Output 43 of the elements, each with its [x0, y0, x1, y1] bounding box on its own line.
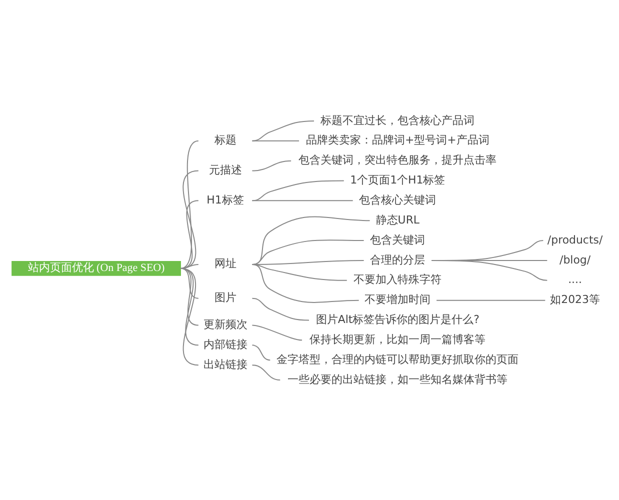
node-text: 静态URL — [376, 212, 420, 226]
node-text: 包含关键词 — [370, 232, 426, 246]
connector — [252, 263, 360, 302]
node-text: 图片 — [214, 290, 236, 304]
connector — [431, 259, 548, 280]
connector — [436, 299, 546, 300]
node-text: 不要加入特殊字符 — [354, 272, 442, 286]
connector — [180, 140, 199, 268]
node-text: 保持长期更新，比如一周一篇博客等 — [310, 332, 486, 346]
node-text: 元描述 — [208, 163, 242, 176]
node-text: 标题不宜过长，包含核心产品词 — [320, 113, 475, 126]
node-text: 不要增加时间 — [364, 292, 431, 306]
connector — [180, 267, 199, 366]
node-text: 金字塔型，合理的内链可以帮助更好抓取你的页面 — [276, 352, 519, 366]
connector — [252, 297, 310, 320]
node-text: 品牌类卖家：品牌词+型号词+产品词 — [306, 133, 490, 146]
node-text: /blog/ — [560, 252, 591, 266]
node-text: 如2023等 — [550, 292, 600, 306]
node-text: H1标签 — [206, 192, 244, 206]
connector — [252, 200, 354, 201]
node-text: 一些必要的出站链接，如一些知名媒体背书等 — [288, 372, 508, 386]
connector — [252, 239, 364, 264]
node-text: 更新频次 — [203, 318, 248, 331]
node-box: 站内页面优化 (On Page SEO) — [12, 260, 181, 276]
node-text: 1个页面1个H1标签 — [350, 173, 446, 186]
connector — [252, 160, 292, 171]
connector — [252, 216, 370, 264]
connector — [252, 344, 271, 360]
node-text: 合理的分层 — [370, 252, 426, 266]
connector — [180, 170, 199, 268]
node-text: 内部链接 — [203, 337, 248, 350]
node-text: 网址 — [214, 256, 236, 270]
connector — [252, 364, 281, 380]
connector — [252, 324, 303, 340]
node-text: /products/ — [547, 232, 603, 246]
connector — [252, 120, 314, 141]
node-text: 包含关键词，突出特色服务，提升点击率 — [298, 153, 497, 166]
connector — [252, 140, 300, 141]
node-text: 标题 — [214, 133, 236, 146]
node-text: 图片Alt标签告诉你的图片是什么? — [316, 312, 480, 326]
node-text: 包含核心关键词 — [359, 192, 436, 206]
node-text: 出站链接 — [203, 357, 248, 370]
node-text: .... — [568, 272, 582, 286]
